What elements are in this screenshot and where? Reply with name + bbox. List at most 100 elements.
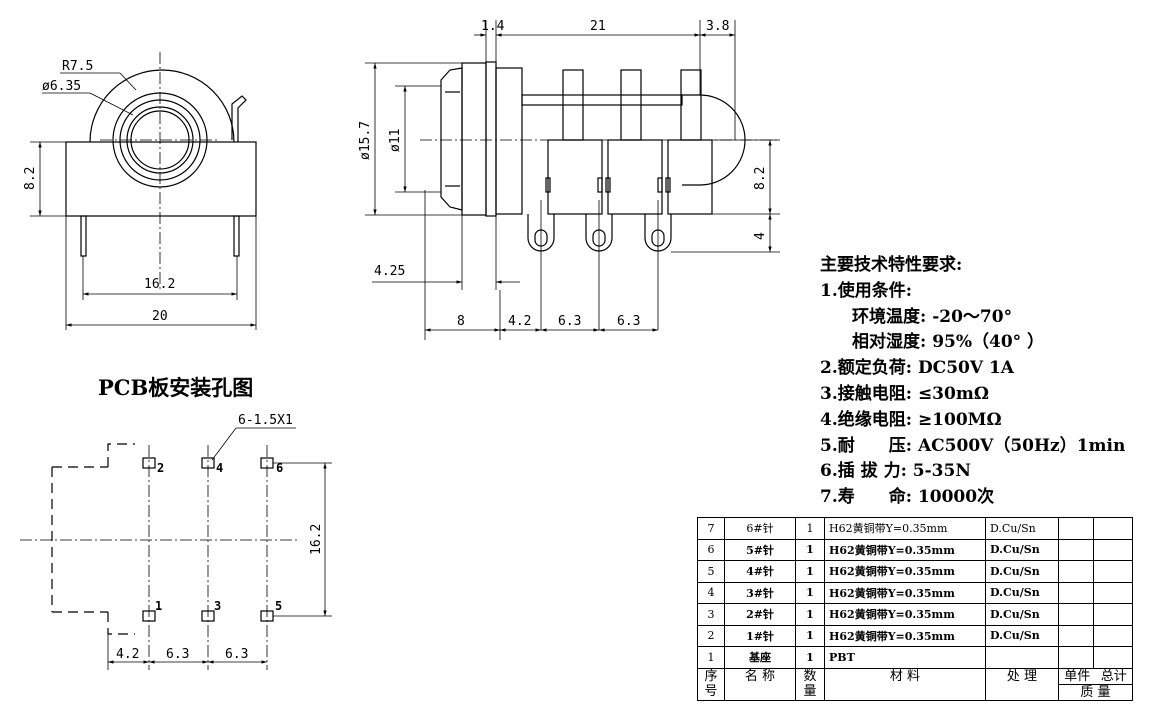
pin-len-label: 4 — [753, 232, 768, 240]
bom-header-total: 总计 — [1100, 668, 1127, 684]
inner-dia-label: ø11 — [388, 129, 403, 152]
dim-6-3-b: 6.3 — [617, 314, 640, 329]
dim-3-8: 3.8 — [706, 19, 729, 34]
spec-line-1: 1.使用条件: — [820, 280, 913, 301]
dim-6-3-a: 6.3 — [558, 314, 581, 329]
bom-cell-empty — [1093, 581, 1133, 604]
bom-cell-no: 7 — [697, 517, 725, 540]
bom-cell-no: 5 — [697, 560, 725, 583]
bom-cell-material: H62黄铜带Y=0.35mm — [824, 624, 986, 647]
bom-cell-qty: 1 — [795, 517, 825, 540]
bom-cell-qty: 1 — [795, 560, 825, 583]
bom-cell-finish: D.Cu/Sn — [985, 538, 1059, 561]
side-view — [365, 20, 780, 340]
bom-header-no: 序号 — [697, 667, 725, 701]
spec-line-2: 2.额定负荷: DC50V 1A — [820, 358, 1014, 379]
bom-cell-name: 5#针 — [724, 538, 796, 561]
hole-spec-label: 6-1.5X1 — [238, 413, 293, 428]
bom-cell-material: H62黄铜带Y=0.35mm — [824, 581, 986, 604]
bom-header-weight-top: 单件总计 — [1059, 669, 1132, 684]
bom-header-material: 材 料 — [824, 667, 986, 701]
side-view-labels: 1.4 21 3.8 ø15.7 ø11 8.2 4 4.25 8 4.2 6.… — [358, 19, 768, 329]
pcb-dim-4-2: 4.2 — [116, 647, 139, 662]
bom-header-row: 序号名 称数量材 料处 理单件总计质 量 — [697, 667, 1133, 701]
spec-line-1a: 环境温度: -20～70° — [852, 306, 1013, 327]
side-height-label: 8.2 — [753, 167, 768, 190]
bom-cell-name: 3#针 — [724, 581, 796, 604]
pcb-dim-6-3-b: 6.3 — [225, 647, 248, 662]
spec-requirements: 主要技术特性要求: 1.使用条件: 环境温度: -20～70° 相对湿度: 95… — [820, 253, 1125, 511]
bom-cell-name: 6#针 — [724, 517, 796, 540]
bom-cell-empty — [1093, 538, 1133, 561]
spec-line-7: 7.寿 命: 10000次 — [820, 485, 1125, 511]
pcb-labels: 6-1.5X1 2 4 6 1 3 5 16.2 4.2 6.3 6.3 — [116, 413, 324, 662]
bom-cell-qty: 1 — [795, 538, 825, 561]
pcb-dim-6-3-a: 6.3 — [166, 647, 189, 662]
outer-dia-label: ø15.7 — [358, 121, 373, 160]
bom-cell-material: H62黄铜带Y=0.35mm — [824, 560, 986, 583]
bom-cell-empty — [1058, 603, 1094, 626]
bom-cell-empty — [1058, 581, 1094, 604]
pin-number-5: 5 — [275, 599, 282, 613]
bom-cell-no: 3 — [697, 603, 725, 626]
bom-cell-empty — [1093, 517, 1133, 540]
bom-cell-empty — [1058, 517, 1094, 540]
spec-line-5: 5.耐压: AC500V（50Hz）1min — [820, 434, 1125, 460]
diameter-label: ø6.35 — [42, 79, 81, 94]
bom-cell-empty — [1093, 560, 1133, 583]
spec-title: 主要技术特性要求: — [820, 255, 963, 275]
pcb-height-label: 16.2 — [309, 524, 324, 555]
bom-cell-finish — [985, 646, 1059, 669]
bom-cell-qty: 1 — [795, 624, 825, 647]
bom-cell-material: H62黄铜带Y=0.35mm — [824, 538, 986, 561]
bom-cell-no: 1 — [697, 646, 725, 669]
bom-cell-finish: D.Cu/Sn — [985, 624, 1059, 647]
pcb-title: PCB板安装孔图 — [98, 375, 254, 400]
pin-number-2: 2 — [157, 461, 164, 475]
dim-21: 21 — [590, 19, 606, 34]
bom-cell-empty — [1093, 603, 1133, 626]
spec-line-1b: 相对湿度: 95%（40° ） — [852, 332, 1045, 353]
pin-number-1: 1 — [155, 599, 162, 613]
bom-header-unit: 单件 — [1064, 668, 1091, 684]
spec-line-7-value: 命: 10000次 — [888, 487, 995, 508]
bom-cell-material: H62黄铜带Y=0.35mm — [824, 603, 986, 626]
pin-span-label: 16.2 — [144, 277, 175, 292]
spec-line-7-label: 7.寿 — [820, 487, 855, 508]
spec-line-6: 6.插 拔 力: 5-35N — [820, 461, 971, 482]
pin-number-4: 4 — [216, 461, 223, 475]
bom-header-weight: 质 量 — [1059, 683, 1132, 700]
front-view — [30, 52, 257, 330]
dim-4-2: 4.2 — [508, 314, 531, 329]
bom-header-name: 名 称 — [724, 667, 796, 701]
bom-cell-qty: 1 — [795, 646, 825, 669]
offset-label: 4.25 — [374, 264, 405, 279]
bom-header-weight-group: 单件总计质 量 — [1058, 667, 1133, 701]
spec-line-5-value: 压: AC500V（50Hz）1min — [888, 435, 1126, 456]
bom-cell-finish: D.Cu/Sn — [985, 517, 1059, 540]
pcb-layout — [20, 427, 332, 670]
spec-line-3: 3.接触电阻: ≤30mΩ — [820, 383, 989, 404]
bom-header-qty: 数量 — [795, 667, 825, 701]
bom-cell-empty — [1093, 624, 1133, 647]
bom-cell-empty — [1058, 560, 1094, 583]
bom-cell-name: 2#针 — [724, 603, 796, 626]
bom-header-finish: 处 理 — [985, 667, 1059, 701]
bom-cell-finish: D.Cu/Sn — [985, 603, 1059, 626]
bom-cell-material: PBT — [824, 646, 986, 669]
bom-cell-name: 基座 — [724, 646, 796, 669]
spec-line-4: 4.绝缘电阻: ≥100MΩ — [820, 409, 1002, 430]
bom-cell-name: 4#针 — [724, 560, 796, 583]
front-view-labels: R7.5 ø6.35 8.2 16.2 20 — [23, 59, 175, 324]
bom-cell-no: 4 — [697, 581, 725, 604]
bom-cell-empty — [1058, 538, 1094, 561]
